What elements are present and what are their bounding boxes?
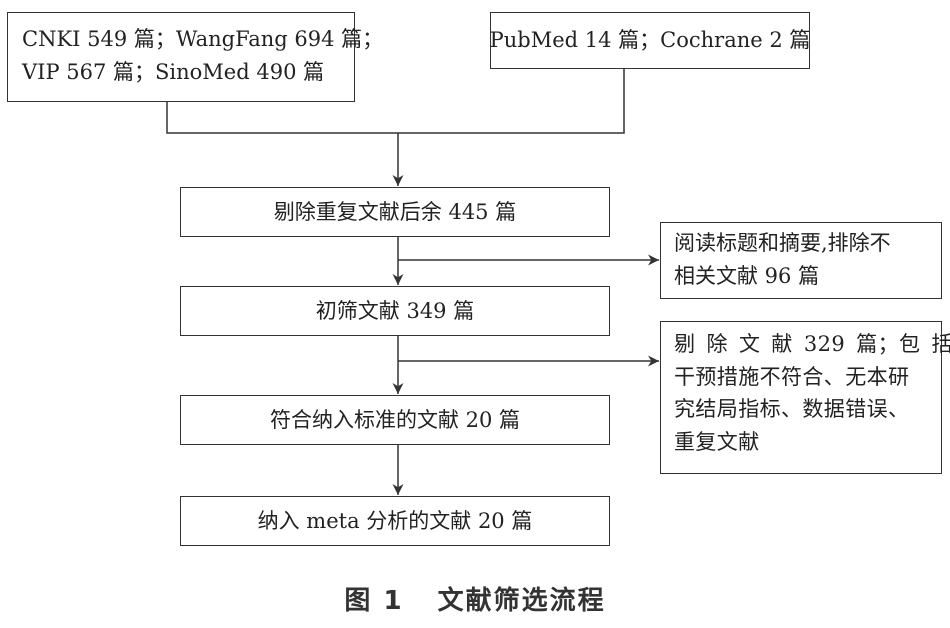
exclusion-box-full-text: 剔 除 文 献 329 篇；包 括 干预措施不符合、无本研 究结局指标、数据错误… bbox=[660, 321, 950, 474]
figure-title: 文献筛选流程 bbox=[437, 586, 606, 616]
exclusion-2-line-4: 重复文献 bbox=[674, 429, 760, 454]
exclusion-2-line-1: 剔 除 文 献 329 篇；包 括 bbox=[674, 332, 950, 356]
step-box-initial-screening: 初筛文献 349 篇 bbox=[180, 286, 610, 336]
step-1-text: 剔除重复文献后余 445 篇 bbox=[273, 199, 517, 224]
source-box-english-databases: PubMed 14 篇；Cochrane 2 篇 bbox=[490, 12, 810, 69]
step-4-text: 纳入 meta 分析的文献 20 篇 bbox=[257, 508, 533, 533]
exclusion-box-title-abstract: 阅读标题和摘要,排除不 相关文献 96 篇 bbox=[660, 222, 942, 299]
step-box-deduplicated: 剔除重复文献后余 445 篇 bbox=[180, 187, 610, 237]
exclusion-1-line-1: 阅读标题和摘要,排除不 bbox=[674, 231, 891, 255]
figure-label: 图 1 bbox=[344, 586, 404, 616]
source-box-chinese-databases: CNKI 549 篇；WangFang 694 篇； VIP 567 篇；Sin… bbox=[7, 12, 384, 102]
step-box-included-meta: 纳入 meta 分析的文献 20 篇 bbox=[180, 496, 610, 546]
exclusion-2-line-2: 干预措施不符合、无本研 bbox=[674, 364, 910, 389]
step-box-meets-criteria: 符合纳入标准的文献 20 篇 bbox=[180, 395, 610, 445]
exclusion-1-line-2: 相关文献 96 篇 bbox=[674, 263, 820, 288]
step-3-text: 符合纳入标准的文献 20 篇 bbox=[269, 407, 521, 432]
source-left-line-1: CNKI 549 篇；WangFang 694 篇； bbox=[22, 27, 384, 51]
source-left-line-2: VIP 567 篇；SinoMed 490 篇 bbox=[22, 59, 325, 84]
figure-caption: 图 1 文献筛选流程 bbox=[0, 580, 950, 617]
source-right-text: PubMed 14 篇；Cochrane 2 篇 bbox=[489, 28, 811, 53]
exclusion-2-line-3: 究结局指标、数据错误、 bbox=[674, 397, 910, 422]
step-2-text: 初筛文献 349 篇 bbox=[315, 298, 475, 323]
